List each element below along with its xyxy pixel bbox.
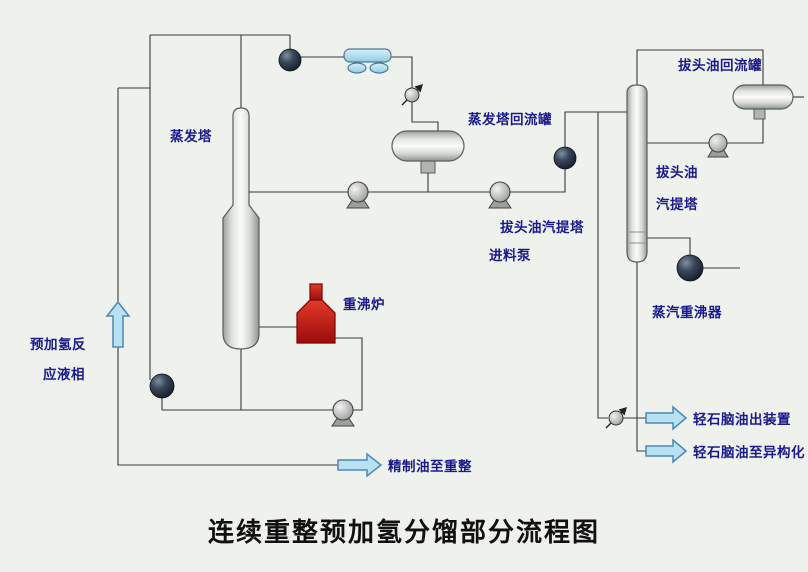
evap-reflux-drum-vessel [391, 130, 465, 174]
label-naphtha-isom: 轻石脑油至异构化 [693, 444, 805, 460]
feed-bottoms-exchanger-sphere-icon [149, 373, 175, 399]
overhead-control-valve-icon [401, 84, 423, 106]
feed-inlet-arrow [105, 300, 131, 348]
label-topped-oil-stripper-2: 汽提塔 [656, 196, 698, 212]
label-topped-oil-reflux-drum: 拔头油回流罐 [678, 57, 762, 73]
label-stripper-feed-pump-2: 进料泵 [489, 247, 531, 263]
stripper-feed-pump-icon [488, 181, 512, 209]
naphtha-control-valve-icon [605, 407, 627, 429]
label-evap-reflux-drum: 蒸发塔回流罐 [468, 111, 552, 127]
label-refined-oil: 精制油至重整 [388, 458, 472, 474]
label-feed-stream-2: 应液相 [43, 366, 85, 382]
topped-oil-reflux-drum-vessel [732, 84, 794, 120]
label-reboiler-furnace: 重沸炉 [343, 296, 385, 312]
label-stripper-feed-pump-1: 拔头油汽提塔 [500, 219, 584, 235]
evap-reflux-pump-icon [346, 181, 370, 209]
label-steam-reboiler: 蒸汽重沸器 [652, 304, 722, 320]
label-feed-stream-1: 预加氢反 [30, 336, 86, 352]
naphtha-out-arrow [645, 405, 688, 431]
refined-oil-arrow [337, 452, 383, 478]
label-naphtha-out: 轻石脑油出装置 [693, 411, 791, 427]
overhead-exchanger-sphere-icon [278, 48, 302, 72]
naphtha-isom-arrow [645, 438, 688, 464]
bottoms-pump-icon [331, 399, 355, 427]
diagram-title: 连续重整预加氢分馏部分流程图 [208, 517, 600, 547]
pipe-lines [117, 34, 804, 466]
air-cooler-icon [343, 48, 392, 74]
label-topped-oil-stripper-1: 拔头油 [656, 164, 698, 180]
feed-effluent-exchanger-sphere-icon [553, 146, 577, 170]
label-evaporation-tower: 蒸发塔 [170, 128, 212, 144]
stripper-column-vessel [626, 84, 648, 263]
steam-reboiler-sphere-icon [676, 254, 704, 282]
reboiler-furnace-icon [296, 283, 336, 344]
evaporation-tower-vessel [222, 107, 260, 350]
stripper-reflux-pump-icon [707, 133, 729, 158]
